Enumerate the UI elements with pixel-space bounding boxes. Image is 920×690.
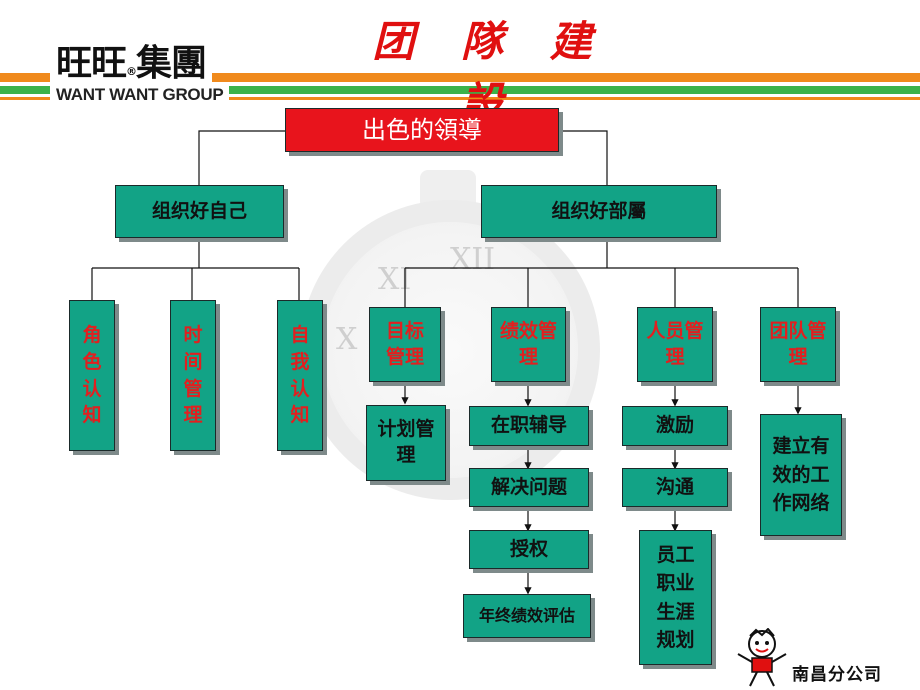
header-stripe-green xyxy=(0,86,920,94)
node-problem-solving: 解决问题 xyxy=(469,468,589,507)
branch-name: 南昌分公司 xyxy=(792,665,882,685)
brand-logo: 旺旺®集團 xyxy=(50,43,213,92)
node-communication: 沟通 xyxy=(622,468,728,507)
logo-cn-group: 集團 xyxy=(136,43,207,84)
node-time-management: 时间管理 xyxy=(170,300,216,451)
logo-cn-text: 旺旺 xyxy=(56,43,127,84)
node-root: 出色的領導 xyxy=(285,108,559,152)
header-stripe-orange xyxy=(0,73,920,82)
node-on-job-coaching: 在职辅导 xyxy=(469,406,589,446)
header-stripe-thin xyxy=(0,97,920,100)
line-root-left xyxy=(198,130,285,185)
logo-en-text: WANT WANT GROUP xyxy=(50,85,230,105)
node-motivation: 激励 xyxy=(622,406,728,446)
line-root-right xyxy=(559,130,608,185)
node-people-management: 人员管理 xyxy=(637,307,713,382)
node-performance-management: 绩效管理 xyxy=(491,307,566,382)
node-goal-management: 目标管理 xyxy=(369,307,441,382)
logo-reg-mark: ® xyxy=(126,65,137,78)
node-organize-subordinates: 组织好部屬 xyxy=(481,185,717,238)
node-organize-self: 组织好自己 xyxy=(115,185,284,238)
mascot-icon xyxy=(737,628,787,687)
node-self-awareness: 自我认知 xyxy=(277,300,323,451)
node-team-management: 团队管理 xyxy=(760,307,836,382)
node-work-network: 建立有效的工作网络 xyxy=(760,414,842,536)
watch-numeral-xii: XII xyxy=(450,242,496,277)
node-delegation: 授权 xyxy=(469,530,589,569)
node-career-planning: 员工职业生涯规划 xyxy=(639,530,712,665)
watch-numeral-x: X xyxy=(336,322,358,357)
node-plan-management: 计划管理 xyxy=(366,405,446,481)
node-role-awareness: 角色认知 xyxy=(69,300,115,451)
node-annual-review: 年终绩效评估 xyxy=(463,594,591,638)
